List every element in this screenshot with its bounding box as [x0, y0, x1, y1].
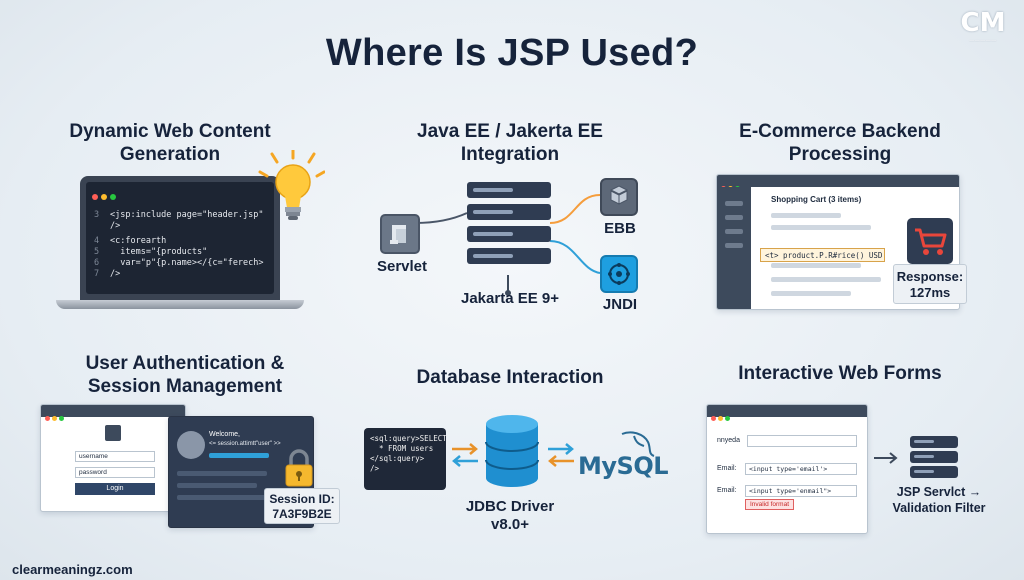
code-text: /> — [110, 221, 121, 231]
filter-line2: Validation Filter — [892, 501, 986, 515]
jdbc-driver-name: JDBC Driver — [465, 498, 555, 515]
filter-line1: JSP Servlct → — [896, 485, 982, 499]
servlet-icon — [380, 214, 420, 254]
code-line: 4 <c:forearth — [94, 236, 264, 247]
arrow-right-icon — [874, 452, 898, 464]
dynamic-section-title: Dynamic Web Content Generation — [50, 120, 290, 166]
price-code-snippet: <t> product.P.R#rice() USD — [760, 248, 885, 262]
ebb-label: EBB — [604, 220, 636, 237]
database-section-title: Database Interaction — [416, 367, 604, 388]
code-line: 5 items="{products" — [94, 247, 264, 258]
field2-label: Email: — [717, 465, 737, 472]
logo-mark: CM — [960, 8, 1006, 38]
code-line: 6 var="p"{p.name></{c="ferech> — [94, 258, 264, 269]
javaee-section-title: Java EE / Jakerta EE Integration — [380, 120, 640, 166]
mysql-dolphin-icon — [621, 431, 655, 457]
jdbc-driver-version: v8.0+ — [491, 516, 529, 533]
validation-server-icon — [910, 436, 958, 480]
jndi-label: JNDI — [602, 296, 638, 313]
line-number: 7 — [94, 269, 100, 279]
arrows-left-icon — [452, 443, 478, 467]
page-title: Where Is JSP Used? — [325, 32, 699, 74]
code-text: /> — [110, 269, 121, 279]
validation-filter-label: JSP Servlct → Validation Filter — [884, 484, 994, 516]
code-text: <c:forearth — [110, 236, 167, 246]
code-text: <jsp:include page="header.jsp" — [110, 210, 264, 220]
code-text: items="{products" — [110, 247, 208, 257]
jsp-code-block: 3<jsp:include page="header.jsp"/>4<c:for… — [94, 210, 264, 280]
web-form-window: nnyeda Email: <input type='email'> Email… — [706, 404, 868, 534]
login-window: username password Login — [40, 404, 186, 512]
ebb-cube-icon — [600, 178, 638, 216]
field1-input[interactable] — [747, 435, 857, 447]
forms-section-title: Interactive Web Forms — [738, 363, 942, 384]
response-label: Response: — [896, 269, 964, 284]
sql-query-code: <sql:query>SELECT * FROM users</sql:quer… — [364, 428, 447, 490]
response-value: 127ms — [909, 285, 951, 300]
window-dots — [92, 187, 119, 205]
ecommerce-title-line1: E-Commerce Backend — [739, 121, 941, 142]
session-id-label: Session ID: — [269, 492, 335, 506]
ecommerce-title-line2: Processing — [788, 144, 892, 165]
auth-title-line1: User Authentication & — [85, 353, 285, 374]
login-form-icon — [105, 425, 121, 441]
line-number: 4 — [94, 236, 100, 246]
ecommerce-section-title: E-Commerce Backend Processing — [710, 120, 970, 166]
line-number: 3 — [94, 210, 100, 220]
session-id-badge: Session ID: 7A3F9B2E — [264, 488, 340, 524]
login-button[interactable]: Login — [75, 483, 155, 495]
field3-input[interactable]: <input type='enmail"> — [745, 485, 857, 497]
sql-line: * FROM users — [370, 444, 434, 453]
dynamic-title-line1: Dynamic Web Content — [69, 121, 271, 142]
laptop-base — [56, 300, 304, 309]
database-icon — [485, 415, 539, 487]
logo-subline: ————— — [969, 38, 997, 44]
arrows-right-icon — [548, 443, 574, 467]
sql-line: /> — [370, 464, 380, 473]
code-line: /> — [94, 221, 264, 232]
sql-line: <sql:query>SELECT — [370, 434, 447, 443]
code-text: var="p"{p.name></{c="ferech> — [110, 258, 264, 268]
username-input[interactable]: username — [75, 451, 155, 462]
mysql-text: MySQL — [578, 452, 669, 480]
jakarta-server-icon — [467, 182, 551, 272]
auth-section-title: User Authentication & Session Management — [60, 352, 310, 398]
password-input[interactable]: password — [75, 467, 155, 478]
welcome-text: Welcome, — [209, 431, 240, 438]
laptop-screen: 3<jsp:include page="header.jsp"/>4<c:for… — [80, 176, 280, 300]
brand-logo: CM ————— — [952, 8, 1014, 44]
field2-input[interactable]: <input type='email'> — [745, 463, 857, 475]
site-url: clearmeaningz.com — [12, 562, 133, 577]
session-id-value: 7A3F9B2E — [272, 507, 332, 521]
mysql-logo: MySQL — [578, 452, 669, 480]
auth-title-line2: Session Management — [87, 376, 283, 397]
line-number: 5 — [94, 247, 100, 257]
session-attr-code: <= session.attimtt"user" >> — [209, 441, 281, 447]
jdbc-driver-label: JDBC Driver v8.0+ — [450, 498, 570, 534]
avatar — [177, 431, 205, 459]
field3-label: Email: — [717, 487, 737, 494]
javaee-title-line1: Java EE / Jakerta EE — [417, 121, 603, 142]
dynamic-title-line2: Generation — [119, 144, 221, 165]
response-time-badge: Response: 127ms — [893, 264, 967, 304]
servlet-label: Servlet — [376, 258, 428, 275]
line-number: 6 — [94, 258, 100, 268]
jakarta-label: Jakarta EE 9+ — [461, 290, 559, 307]
cart-heading: Shopping Cart (3 items) — [771, 195, 862, 204]
field1-label: nnyeda — [717, 437, 740, 444]
sql-line: </sql:query> — [370, 454, 425, 463]
lightbulb-icon — [258, 150, 325, 220]
cart-sidebar — [717, 187, 751, 309]
padlock-icon — [282, 448, 316, 488]
code-line: 7 /> — [94, 269, 264, 280]
jndi-network-icon — [600, 255, 638, 293]
invalid-format-error: Invalid format — [745, 499, 795, 510]
cart-icon — [907, 218, 953, 264]
javaee-title-line2: Integration — [460, 144, 560, 165]
code-line: 3 <jsp:include page="header.jsp" — [94, 210, 264, 221]
code-editor: 3<jsp:include page="header.jsp"/>4<c:for… — [86, 182, 274, 294]
